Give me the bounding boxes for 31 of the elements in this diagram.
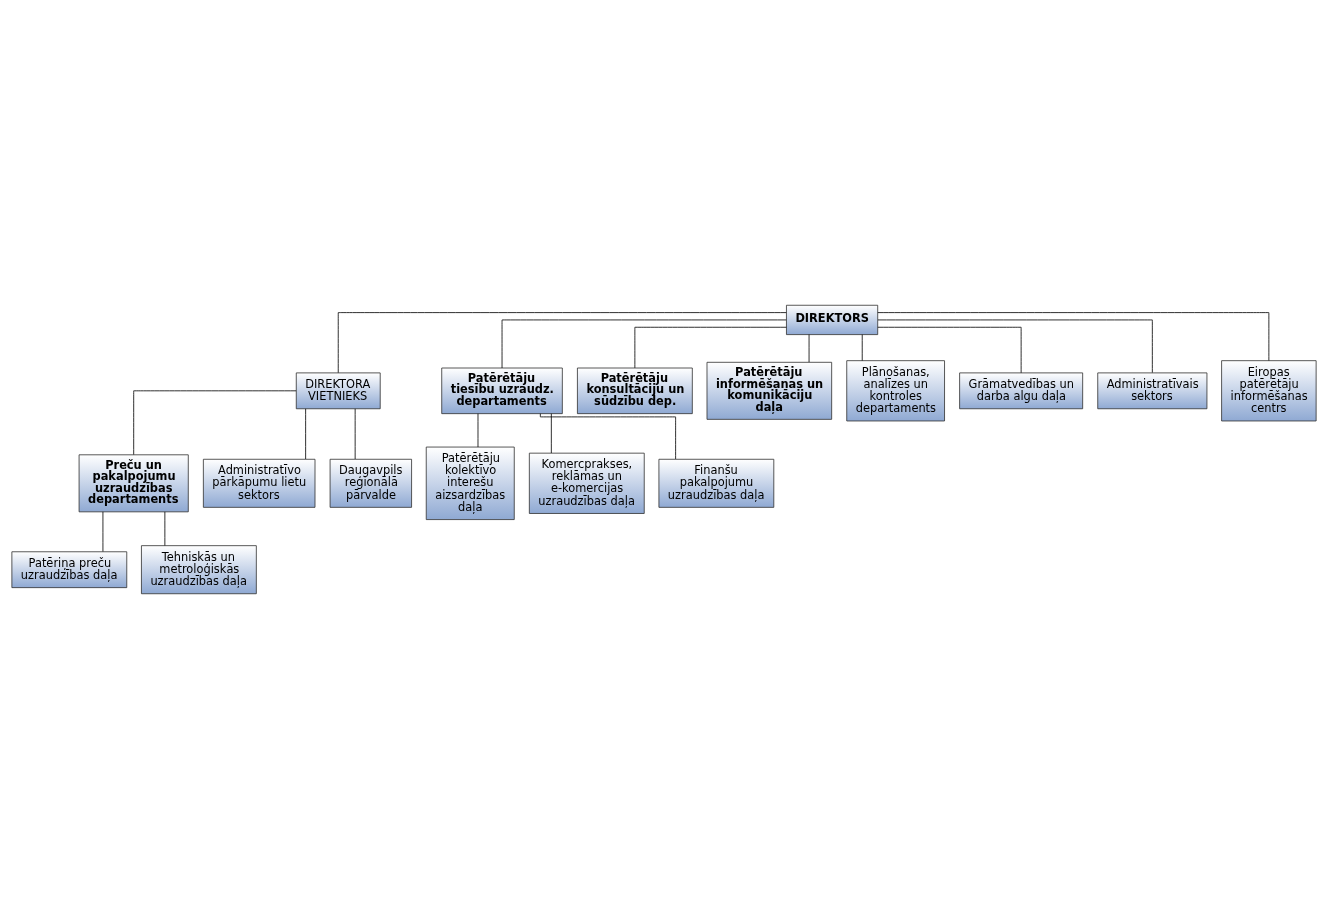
connector — [305, 407, 307, 459]
node-box: Tehniskās un metroloģiskās uzraudzības daļa — [141, 544, 257, 594]
node-box: Patērētāju informēšanas un komunikāciju daļa — [706, 361, 833, 420]
node-box: Plānošanas, analīzes un kontroles departaments — [846, 359, 945, 421]
connector — [477, 412, 479, 447]
connector — [337, 311, 787, 373]
node-box: Patērētāju tiesību uzraudz. departaments — [441, 367, 563, 414]
node-box: Administratīvais sektors — [1097, 372, 1208, 409]
connector — [808, 333, 810, 362]
node-box: Patērētāju konsultāciju un sūdzību dep. — [577, 367, 693, 414]
connector — [501, 319, 787, 368]
connector — [877, 326, 1022, 373]
connector — [550, 412, 552, 453]
connector — [861, 333, 863, 361]
node-box: Finanšu pakalpojumu uzraudzības daļa — [658, 458, 775, 508]
connector — [877, 319, 1153, 373]
connector — [133, 389, 297, 455]
node-box: DIREKTORA VIETNIEKS — [295, 372, 381, 409]
connector — [634, 326, 787, 368]
connector — [539, 412, 676, 459]
node-box: Administratīvo pārkāpumu lietu sektors — [202, 458, 316, 508]
node-box: Patēriņa preču uzraudzības daļa — [11, 550, 128, 588]
connector — [164, 510, 166, 546]
node-box: Preču un pakalpojumu uzraudzības departaments — [78, 453, 189, 512]
node-box: Daugavpils reģionālā pārvalde — [329, 458, 412, 508]
connector — [877, 311, 1270, 361]
node-box: DIREKTORS — [786, 304, 879, 335]
node-box: Komercprakses, reklāmas un e-komercijas uzraudzības daļa — [528, 452, 645, 514]
node-box: Grāmatvedības un darba algu daļa — [959, 372, 1084, 409]
node-box: Patērētāju kolektīvo interešu aizsardzības daļa — [425, 446, 515, 520]
node-box: Eiropas patērētāju informēšanas centrs — [1221, 359, 1317, 421]
